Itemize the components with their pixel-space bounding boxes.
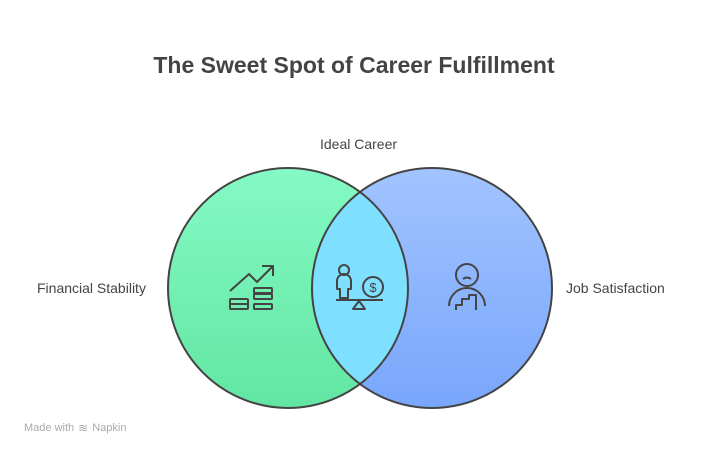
footer-watermark: Made with ≋ Napkin: [24, 421, 126, 435]
intersection-ideal-career: [312, 168, 408, 408]
diagram-title: The Sweet Spot of Career Fulfillment: [153, 52, 555, 78]
money-growth-icon: [229, 265, 274, 310]
napkin-logo-icon: ≋: [78, 421, 89, 435]
footer-text: Made with: [24, 422, 75, 434]
label-ideal-career: Ideal Career: [320, 136, 398, 152]
person-balance-money-icon: $: [336, 264, 384, 310]
label-job-satisfaction: Job Satisfaction: [566, 280, 665, 296]
footer-brand: Napkin: [92, 422, 127, 434]
label-financial-stability: Financial Stability: [37, 280, 146, 296]
person-podium-icon: [448, 263, 486, 310]
svg-text:$: $: [369, 280, 377, 295]
